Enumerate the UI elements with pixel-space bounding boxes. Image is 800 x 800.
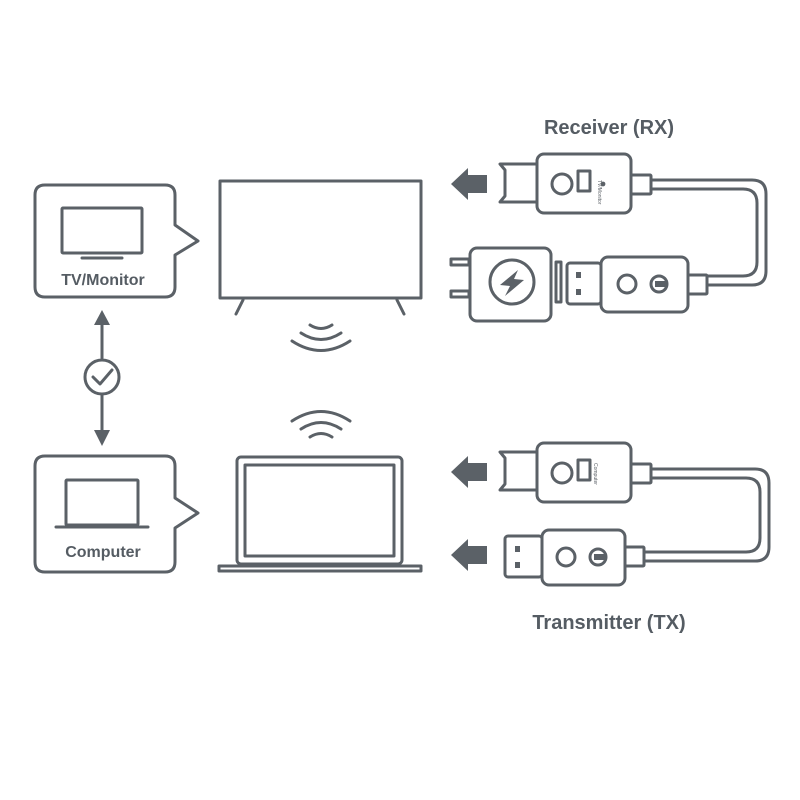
rx-usb-power-dongle xyxy=(565,255,709,314)
receiver-label: Receiver (RX) xyxy=(544,117,674,139)
wall-charger xyxy=(449,246,563,323)
power-plug-icon xyxy=(588,547,608,567)
arrow-up-icon xyxy=(94,310,110,325)
pairing-connector xyxy=(83,310,121,446)
arrow-left-icon xyxy=(451,539,487,571)
large-tv-icon xyxy=(218,179,423,316)
transmitter-label: Transmitter (TX) xyxy=(532,612,685,634)
checkmark-icon xyxy=(83,358,121,396)
computer-label: Computer xyxy=(65,544,141,561)
tx-tiny-text: Computer xyxy=(592,463,598,485)
laptop-icon xyxy=(54,478,150,529)
lightning-icon xyxy=(500,270,524,296)
rx-cable xyxy=(649,187,759,278)
large-laptop-icon xyxy=(217,455,423,573)
tx-hdmi-dongle: Computer xyxy=(498,441,653,504)
tx-usb-power-dongle xyxy=(503,528,646,587)
arrow-down-icon xyxy=(94,430,110,446)
power-plug-icon xyxy=(649,274,669,294)
computer-callout: Computer xyxy=(33,454,200,574)
wifi-icon xyxy=(290,323,352,352)
rx-cable xyxy=(649,178,768,287)
tv-monitor-label: TV/Monitor xyxy=(61,272,145,289)
rx-tiny-text: TV/Monitor xyxy=(596,180,602,205)
monitor-icon xyxy=(60,206,144,260)
tx-cable xyxy=(641,467,771,563)
arrow-left-icon xyxy=(451,456,487,488)
rx-hdmi-dongle: TV/Monitor xyxy=(498,152,653,215)
tv-monitor-callout: TV/Monitor xyxy=(33,183,200,299)
wifi-icon xyxy=(290,410,352,439)
arrow-left-icon xyxy=(451,168,487,200)
tx-cable xyxy=(641,476,762,554)
